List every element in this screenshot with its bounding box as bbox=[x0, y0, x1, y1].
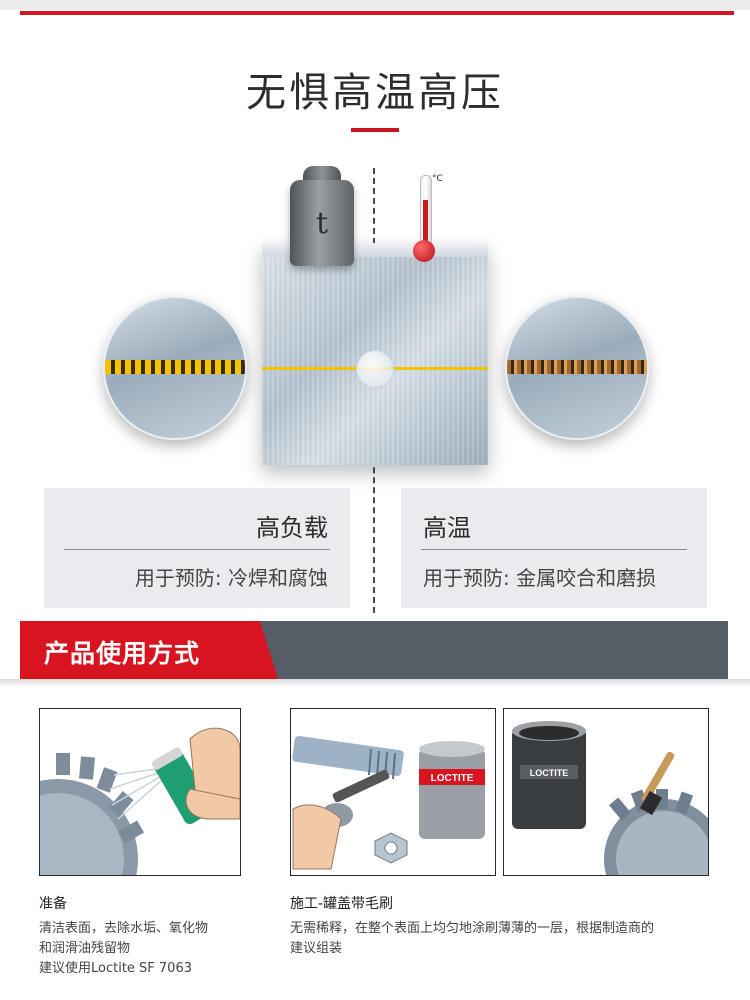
bolt-icon bbox=[292, 735, 404, 780]
card-divider bbox=[421, 549, 687, 550]
section-band-accent bbox=[20, 621, 278, 679]
thermometer-unit: °C bbox=[432, 174, 443, 184]
step-line: 建议使用Loctite SF 7063 bbox=[39, 961, 192, 976]
section-band-shadow bbox=[0, 679, 750, 687]
gold-paste-layer bbox=[105, 360, 245, 374]
step-line: 建议组装 bbox=[290, 941, 343, 956]
top-red-rule bbox=[20, 11, 734, 15]
card-description: 用于预防: 金属咬合和磨损 bbox=[423, 566, 657, 590]
brush-icon bbox=[639, 751, 675, 816]
hand-icon bbox=[185, 727, 240, 820]
weight-label: t bbox=[315, 206, 329, 241]
step-image-apply-bolt: LOCTITE bbox=[290, 708, 496, 876]
card-high-temp: 高温 用于预防: 金属咬合和磨损 bbox=[401, 488, 707, 608]
step-image-apply-gear: LOCTITE bbox=[503, 708, 709, 876]
gear-icon bbox=[40, 753, 145, 875]
card-description: 用于预防: 冷焊和腐蚀 bbox=[134, 566, 328, 590]
card-title: 高温 bbox=[423, 514, 471, 542]
step-line: 清洁表面，去除水垢、氧化物 bbox=[39, 921, 209, 936]
step-line: 和润滑油残留物 bbox=[39, 941, 131, 956]
copper-paste-layer bbox=[507, 360, 647, 374]
step-line: 无需稀释，在整个表面上均匀地涂刷薄薄的一层，根据制造商的 bbox=[290, 921, 655, 936]
weight-handle bbox=[303, 166, 341, 184]
step-title: 施工-罐盖带毛刷 bbox=[290, 896, 394, 912]
hero-title-underline bbox=[351, 128, 399, 132]
loctite-can-icon: LOCTITE bbox=[419, 741, 485, 839]
gear-icon bbox=[604, 789, 708, 875]
can-brand-label: LOCTITE bbox=[530, 768, 569, 778]
bolt-can-illustration: LOCTITE bbox=[292, 735, 485, 870]
can-brand-label: LOCTITE bbox=[431, 773, 474, 784]
hand-icon bbox=[292, 804, 342, 870]
weight-icon bbox=[290, 180, 354, 266]
step-description: 无需稀释，在整个表面上均匀地涂刷薄薄的一层，根据制造商的 建议组装 bbox=[290, 919, 720, 959]
spray-gear-illustration bbox=[40, 727, 240, 875]
section-title: 产品使用方式 bbox=[44, 639, 201, 668]
magnifier-lens bbox=[356, 350, 394, 388]
step-description: 清洁表面，去除水垢、氧化物 和润滑油残留物 建议使用Loctite SF 706… bbox=[39, 919, 259, 979]
nut-icon bbox=[374, 832, 408, 864]
open-can-icon: LOCTITE bbox=[512, 721, 586, 829]
card-title: 高负载 bbox=[256, 514, 328, 542]
card-divider bbox=[64, 549, 330, 550]
step-title: 准备 bbox=[39, 896, 67, 912]
thermometer-fill bbox=[423, 200, 428, 250]
zoom-circle-high-temp bbox=[505, 296, 649, 440]
top-image-strip bbox=[0, 0, 750, 10]
open-can-gear-illustration: LOCTITE bbox=[512, 721, 708, 875]
card-high-load: 高负载 用于预防: 冷焊和腐蚀 bbox=[44, 488, 350, 608]
hero-title: 无惧高温高压 bbox=[246, 70, 504, 116]
zoom-circle-high-load bbox=[103, 296, 247, 440]
thermometer-bulb bbox=[413, 240, 435, 262]
step-image-prepare bbox=[39, 708, 241, 876]
